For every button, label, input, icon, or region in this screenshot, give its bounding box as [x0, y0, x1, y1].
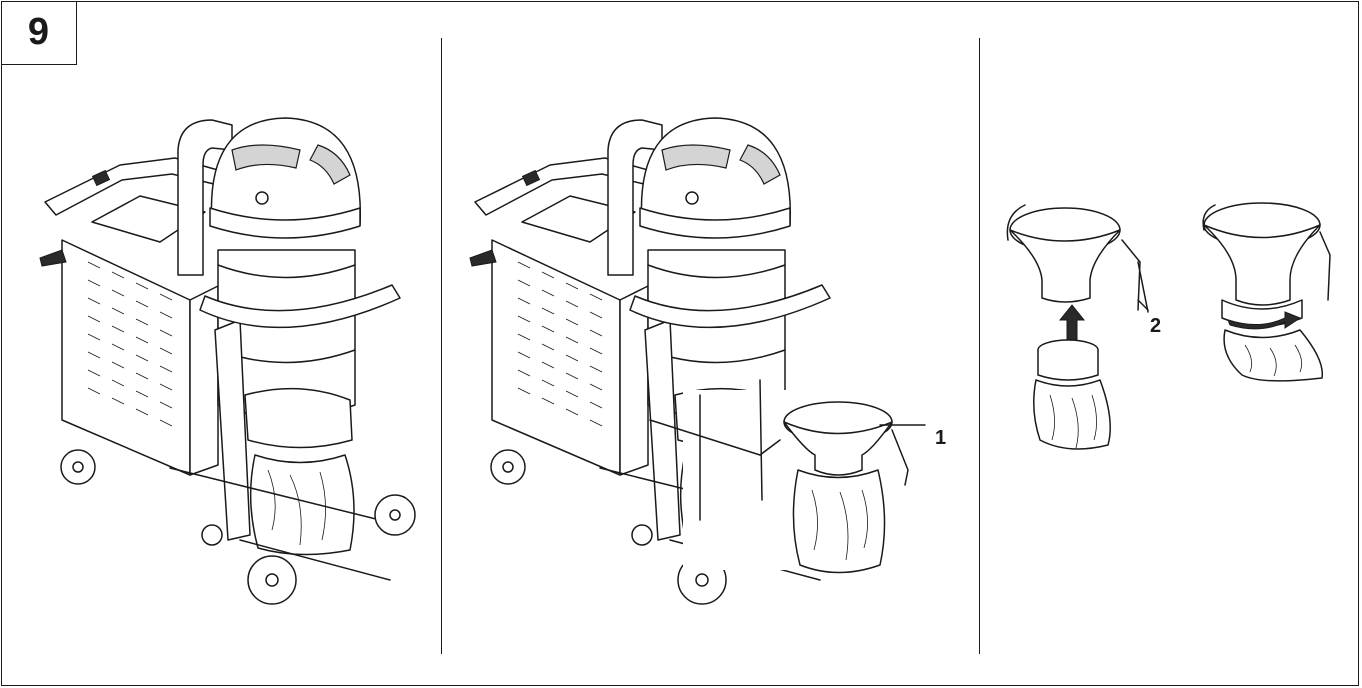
figure-number: 9	[27, 11, 50, 53]
panel-divider-1	[441, 38, 442, 654]
callout-2: 2	[1150, 315, 1162, 337]
figure-number-box: 9	[1, 1, 77, 65]
panel-divider-2	[979, 38, 980, 654]
vacuum-collector-removed	[469, 117, 926, 605]
vacuum-assembled	[39, 117, 416, 605]
collector-detail	[1006, 202, 1331, 450]
callout-1: 1	[935, 427, 947, 449]
